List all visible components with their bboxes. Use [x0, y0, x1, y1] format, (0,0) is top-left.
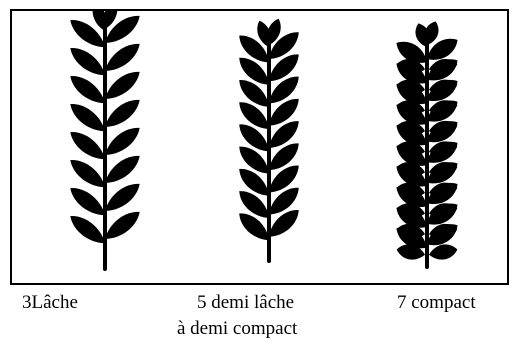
- spikelet-left: [105, 183, 140, 211]
- spikelet-right: [239, 80, 269, 107]
- caption-semi-compact: 5 demi lâche: [197, 292, 295, 313]
- spikelet-left: [269, 54, 299, 82]
- spikelet-left: [269, 121, 299, 148]
- caption-loose: 3Lâche: [22, 292, 78, 313]
- spikelet-tip: [92, 11, 107, 31]
- spikelet-right: [70, 132, 105, 160]
- spikelet-left: [427, 100, 458, 122]
- spikelet-left: [427, 59, 458, 81]
- spikelet-right: [396, 83, 427, 105]
- spikelet-right: [396, 41, 427, 63]
- panicle-illustrations: [70, 11, 458, 271]
- spikelet-right: [239, 146, 269, 174]
- spikelet-right: [396, 62, 427, 84]
- spikelet-inner: [396, 244, 425, 260]
- spikelet-right: [396, 227, 427, 249]
- spikelet-right: [239, 35, 269, 63]
- spikelet-left: [105, 127, 140, 155]
- spikelet-left: [427, 162, 458, 184]
- spikelet-right: [70, 20, 105, 48]
- spikelet-left: [427, 121, 458, 143]
- caption-semi-compact-line2: à demi compact: [177, 318, 298, 339]
- spikelet-left: [427, 203, 458, 225]
- spikelet-left: [105, 99, 140, 127]
- spikelet-left: [427, 224, 458, 246]
- spikelet-right: [396, 206, 427, 228]
- spikelet-right: [396, 103, 427, 125]
- spikelet-left: [105, 71, 140, 99]
- spikelet-right: [70, 76, 105, 104]
- spikelet-right: [239, 168, 269, 196]
- spikelet-left: [427, 141, 458, 163]
- spikelet-right: [239, 191, 269, 218]
- spikelet-right: [396, 144, 427, 166]
- caption-compact: 7 compact: [397, 292, 476, 313]
- spikelet-right: [70, 188, 105, 216]
- spikelet-left: [105, 43, 140, 71]
- spikelet-left: [269, 143, 299, 171]
- spikelet-left: [269, 187, 299, 215]
- spikelet-left: [105, 15, 140, 43]
- spikelet-right: [70, 216, 105, 244]
- spikelet-left: [427, 183, 458, 204]
- spikelet-right: [396, 186, 427, 208]
- spikelet-right: [396, 165, 427, 187]
- spikelet-left: [269, 98, 299, 126]
- spikelet-inner: [429, 244, 458, 260]
- spikelet-right: [396, 124, 427, 146]
- spikelet-left: [269, 76, 299, 104]
- panicle-compact: [396, 21, 458, 269]
- spikelet-right: [70, 104, 105, 132]
- spikelet-tip: [257, 20, 271, 47]
- figure-frame: [10, 9, 509, 285]
- spikelet-right: [70, 48, 105, 76]
- panicle-loose: [70, 11, 140, 271]
- spikelet-left: [105, 155, 140, 183]
- spikelet-right: [239, 213, 269, 241]
- spikelet-right: [239, 102, 269, 129]
- spikelet-left: [105, 211, 140, 239]
- spikelet-left: [269, 165, 299, 193]
- spikelet-right: [239, 124, 269, 152]
- panicle-semi-compact: [239, 18, 299, 263]
- spikelet-left: [269, 32, 299, 59]
- spikelet-tip: [103, 11, 118, 29]
- spikelet-left: [269, 210, 299, 237]
- spikelet-left: [427, 80, 458, 101]
- spikelet-right: [239, 57, 269, 85]
- spikelet-right: [70, 160, 105, 188]
- spikelet-tip: [415, 23, 430, 47]
- spikelet-left: [427, 38, 458, 60]
